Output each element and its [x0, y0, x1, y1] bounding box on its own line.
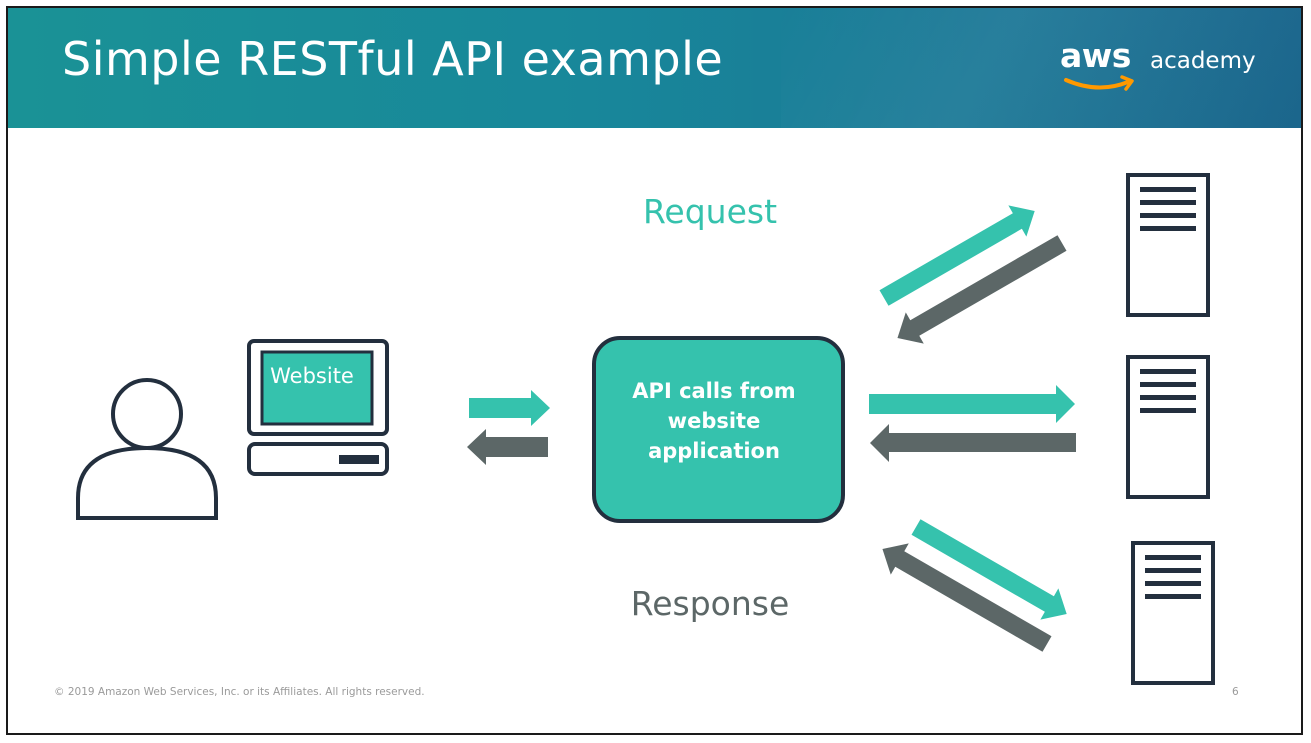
request-arrow-lower — [911, 519, 1067, 620]
response-label: Response — [630, 584, 790, 623]
request-label: Request — [642, 192, 778, 231]
computer-icon — [247, 339, 389, 476]
server-icon — [1126, 355, 1210, 499]
request-arrow-upper — [879, 205, 1035, 306]
title-banner: Simple RESTful API example aws academy — [8, 8, 1301, 128]
aws-academy-logo: aws academy — [1060, 36, 1260, 106]
user-icon — [76, 378, 218, 520]
api-box-label: API calls from website application — [632, 379, 796, 463]
response-arrow-lower — [882, 543, 1052, 652]
slide-title: Simple RESTful API example — [62, 32, 724, 86]
server-icon — [1131, 541, 1215, 685]
logo-product: academy — [1150, 48, 1256, 74]
server-icon — [1126, 173, 1210, 317]
request-arrow-middle — [869, 385, 1075, 423]
banner-shade — [781, 8, 1301, 128]
copyright-footer: © 2019 Amazon Web Services, Inc. or its … — [54, 686, 425, 698]
computer-screen — [260, 350, 374, 426]
logo-wordmark: aws — [1060, 36, 1131, 75]
response-arrow-middle — [870, 424, 1076, 462]
request-arrow-client — [469, 390, 550, 426]
page-number: 6 — [1232, 686, 1239, 698]
aws-smile-icon — [1064, 75, 1134, 91]
api-box — [592, 336, 845, 523]
slide: Simple RESTful API example aws academy — [6, 6, 1303, 735]
website-screen-label: Website — [270, 364, 354, 388]
response-arrow-upper — [897, 235, 1067, 344]
response-arrow-client — [467, 429, 548, 465]
